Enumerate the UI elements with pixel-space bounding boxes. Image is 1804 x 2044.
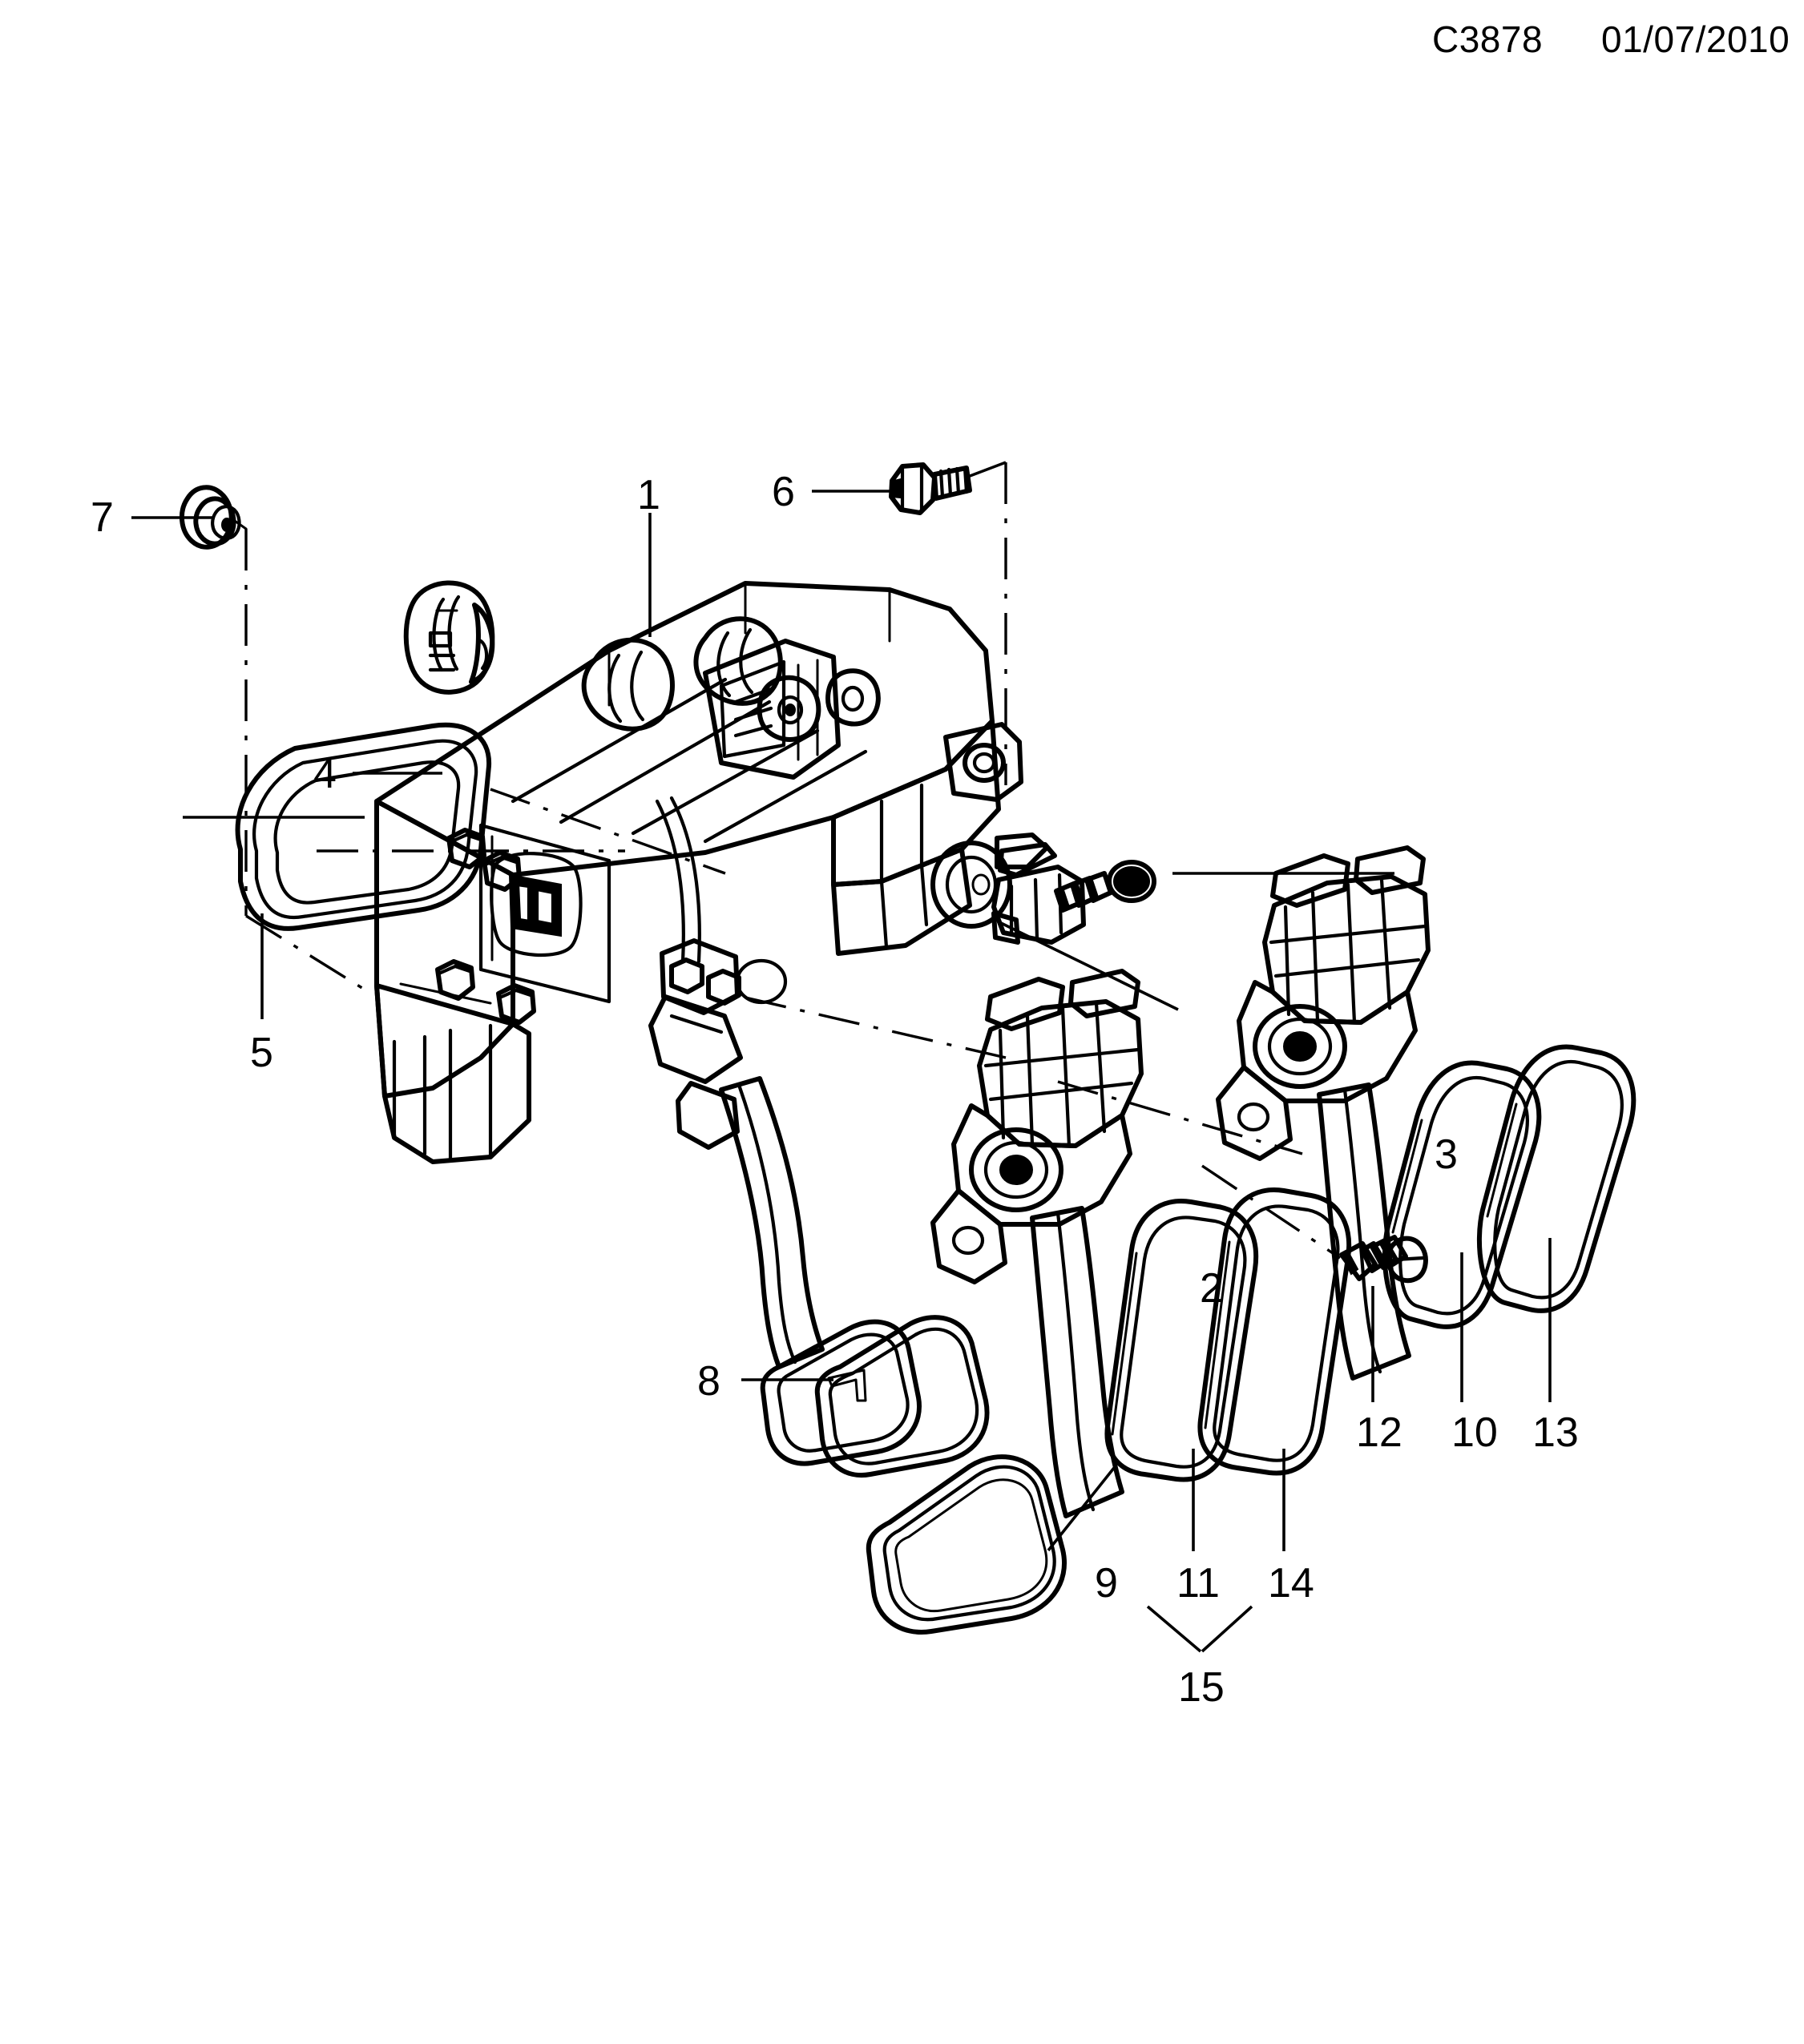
callout-4: 4: [313, 751, 337, 797]
leader-lines: [131, 461, 1552, 1653]
brake-pedal-rubber-pad-part: [814, 1315, 990, 1478]
clutch-pedal-arm-assembly: [930, 969, 1144, 1518]
brake-pedal-arm-part: [719, 1076, 922, 1466]
callout-11: 11: [1176, 1560, 1220, 1607]
callout-6: 6: [772, 469, 795, 515]
drawing-date: 01/07/2010: [1601, 18, 1790, 60]
brake-pedal-arm-assembly: [1216, 845, 1431, 1381]
callout-14: 14: [1268, 1560, 1314, 1607]
accelerator-pedal-pad-alt-part: [1476, 1044, 1637, 1313]
bulkhead-seal-grommet-part: [235, 722, 492, 931]
callout-2: 2: [1200, 1265, 1223, 1312]
callout-1: 1: [637, 472, 660, 518]
callout-5: 5: [250, 1030, 273, 1076]
clutch-pedal-studded-pad-part: [866, 1454, 1067, 1635]
brake-pedal-pad-manual-part: [1197, 1187, 1352, 1476]
pivot-bushing-clip-part: [403, 580, 495, 695]
accelerator-pedal-pad-part: [1382, 1060, 1542, 1329]
callout-9: 9: [1095, 1560, 1118, 1607]
callout-12: 12: [1356, 1409, 1402, 1456]
brake-pedal-pad-automatic-part: [1104, 1199, 1259, 1482]
pedal-pad-screw-part: [1339, 1235, 1428, 1284]
callout-15: 15: [1178, 1664, 1225, 1711]
switch-retaining-screw-part: [1054, 860, 1156, 913]
brake-light-switch-part: [930, 833, 1086, 945]
callout-10: 10: [1451, 1409, 1498, 1456]
hex-flange-bolt-part: [889, 462, 972, 515]
pedal-support-bracket-part: [374, 581, 1023, 1164]
callout-7: 7: [91, 494, 114, 541]
retaining-clip-part: [180, 485, 248, 550]
drawing-number: C3878: [1432, 18, 1544, 60]
callout-3: 3: [1435, 1131, 1458, 1178]
callout-13: 13: [1532, 1409, 1579, 1456]
callout-8: 8: [697, 1358, 720, 1405]
